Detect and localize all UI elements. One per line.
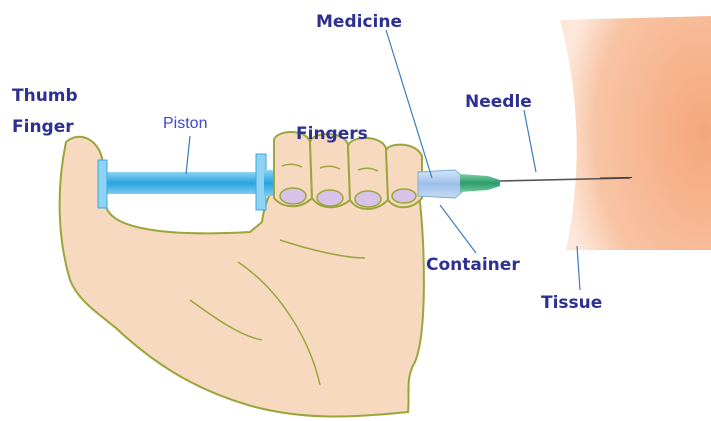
tissue-shape (560, 16, 711, 250)
needle-leader-line (524, 110, 536, 172)
label-piston: Piston (163, 115, 207, 132)
container-leader-line (440, 205, 476, 253)
piston-rod (104, 172, 262, 194)
label-medicine: Medicine (316, 12, 402, 32)
nail-ring (355, 191, 381, 207)
nail-little (392, 189, 416, 203)
piston-thumb-plate (98, 160, 107, 208)
label-container: Container (426, 255, 520, 275)
label-thumb: Thumb (12, 86, 78, 106)
label-fingers: Fingers (296, 124, 368, 144)
piston-leader-line (186, 136, 190, 174)
nail-middle (317, 190, 343, 206)
needle-hub (460, 174, 500, 192)
label-finger: Finger (12, 117, 74, 137)
needle-tip (600, 178, 632, 179)
medicine-container (418, 170, 462, 198)
label-tissue: Tissue (541, 293, 602, 313)
label-needle: Needle (465, 92, 532, 112)
nail-index (280, 188, 306, 204)
tissue-leader-line (577, 246, 580, 290)
